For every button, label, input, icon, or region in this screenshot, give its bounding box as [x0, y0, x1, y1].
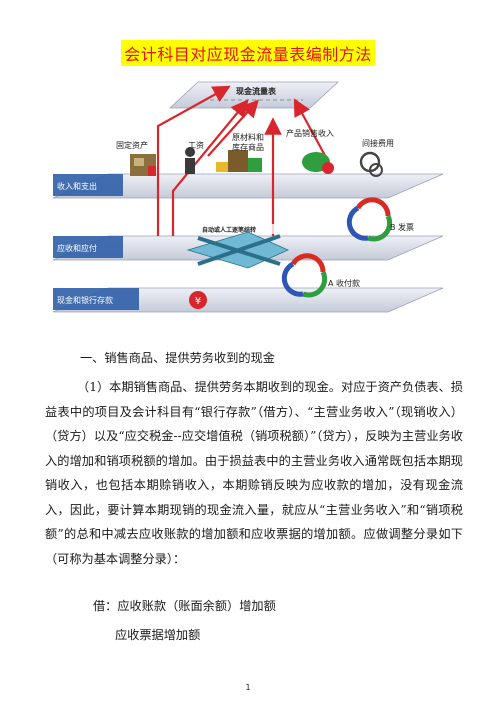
layer-label-income-expense: 收入和支出 — [57, 182, 97, 191]
item-label-fixed-assets: 固定资产 — [116, 141, 148, 150]
item-label-sales-revenue: 产品销售收入 — [286, 129, 334, 138]
item-label-indirect-costs: 间接费用 — [362, 139, 394, 148]
center-hub-label: 自动或人工逐笔结转 — [202, 227, 257, 234]
center-hub — [186, 224, 289, 269]
body-paragraph: （1）本期销售商品、提供劳务本期收到的现金。对应于资产负债表、损益表中的项目及会… — [45, 380, 463, 566]
layer-label-receivable-payable: 应收和应付 — [57, 244, 97, 253]
yen-icon: ¥ — [189, 291, 207, 309]
cycle-b-label: B 发票 — [390, 223, 415, 232]
svg-text:¥: ¥ — [195, 296, 201, 307]
cycle-a-label: A 收付款 — [328, 279, 361, 288]
item-label-raw-materials: 原材料和 — [232, 133, 264, 142]
layer-income-expense — [52, 173, 444, 199]
item-label-inventory: 库存商品 — [232, 143, 264, 152]
cycle-b — [346, 197, 393, 242]
cycle-a — [281, 253, 328, 298]
title-wrap: 会计科目对应现金流量表编制方法 — [0, 40, 496, 66]
diagram-graphic: ¥ — [52, 81, 444, 313]
item-icons — [130, 147, 383, 177]
layer-cash-bank — [52, 287, 444, 313]
item-label-wages: 工资 — [188, 141, 204, 150]
journal-entry-notes: 应收票据增加额 — [115, 628, 201, 642]
journal-entry-debit: 借：应收账款（账面余额）增加额 — [93, 599, 276, 613]
section-heading: 一、销售商品、提供劳务收到的现金 — [80, 351, 275, 365]
flow-arrows — [156, 85, 329, 236]
accounting-diagram: ¥ 现金流量表 固定资产 工资 原材料和 库存商品 产品销售收入 间接费用 自动… — [48, 66, 448, 330]
document-title: 会计科目对应现金流量表编制方法 — [121, 40, 375, 66]
layer-label-cash-bank: 现金和银行存款 — [57, 296, 113, 305]
top-box-label: 现金流量表 — [236, 87, 276, 96]
page-number: 1 — [245, 683, 251, 692]
